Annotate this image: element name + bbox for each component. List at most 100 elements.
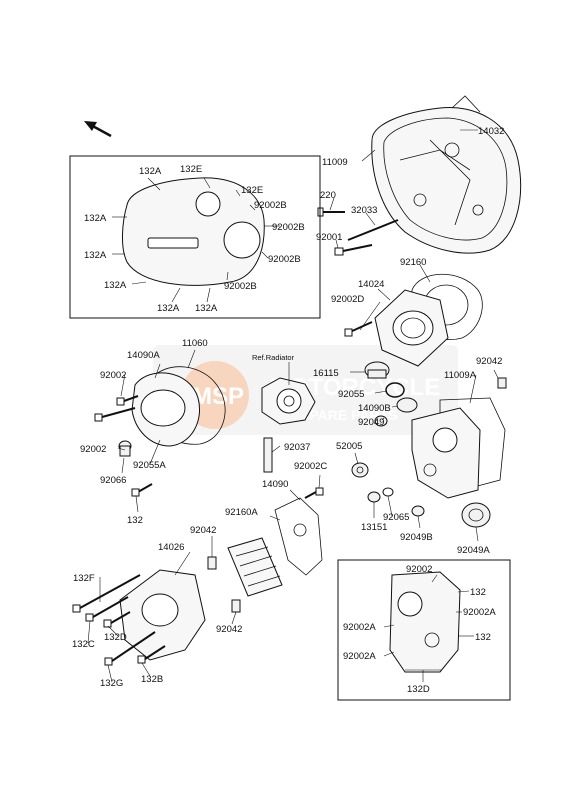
bolt-92002-left-a	[116, 395, 139, 406]
label-11009A: 11009A	[444, 370, 477, 381]
label-132B: 132B	[141, 674, 163, 685]
inset-label-92002A-1: 92002A	[463, 607, 496, 618]
cap-16115	[364, 361, 390, 379]
label-92037: 92037	[284, 442, 310, 453]
label-132A-4: 132A	[104, 280, 127, 291]
label-14090B: 14090B	[358, 403, 391, 414]
label-132: 132	[127, 515, 143, 526]
label-11060: 11060	[182, 338, 208, 349]
label-16115: 16115	[313, 368, 339, 379]
inset-label-132D: 132D	[407, 684, 430, 695]
label-92002B-4: 92002B	[224, 281, 257, 292]
label-92049A: 92049A	[457, 545, 490, 556]
bolt-220	[317, 207, 345, 217]
label-92065: 92065	[383, 512, 409, 523]
cover-14090A	[131, 372, 200, 447]
pipe-92037	[263, 437, 273, 473]
gasket-92160A	[274, 497, 323, 576]
label-220: 220	[320, 190, 336, 201]
label-132D: 132D	[104, 632, 127, 643]
water-pump	[261, 377, 316, 425]
cover-14024	[374, 289, 449, 367]
leader-lines	[87, 129, 499, 683]
label-92002-a: 92002	[100, 370, 126, 381]
label-132E-2: 132E	[241, 185, 263, 196]
label-132A-2: 132A	[84, 213, 107, 224]
label-92042-c: 92042	[216, 624, 242, 635]
label-14090A: 14090A	[127, 350, 160, 361]
oilseal-52005	[351, 462, 369, 478]
oring-92055	[385, 382, 405, 398]
label-92160A: 92160A	[225, 507, 258, 518]
inset-cover-top	[122, 177, 265, 286]
label-92049: 92049	[358, 417, 384, 428]
label-92160: 92160	[400, 257, 426, 268]
label-92002-b: 92002	[80, 444, 106, 455]
bolt-132G	[104, 631, 156, 666]
label-92002B-1: 92002B	[254, 200, 287, 211]
oring-92065	[382, 487, 394, 497]
label-13151: 13151	[361, 522, 387, 533]
label-132C: 132C	[72, 639, 95, 650]
label-92042-a: 92042	[476, 356, 502, 367]
bolt-92002-left-b	[94, 407, 136, 422]
cover-14026	[119, 569, 206, 661]
label-132A-5: 132A	[157, 303, 180, 314]
inset-label-132-2: 132	[475, 632, 491, 643]
bolt-132D	[103, 611, 131, 628]
bolt-13151	[367, 491, 381, 503]
label-14032: 14032	[478, 126, 504, 137]
inset-label-92002A-2: 92002A	[343, 622, 376, 633]
label-92049B: 92049B	[400, 532, 433, 543]
label-32033: 32033	[351, 205, 377, 216]
label-92002C: 92002C	[294, 461, 327, 472]
seal-92049	[374, 415, 388, 427]
label-92002B-2: 92002B	[272, 222, 305, 233]
bolt-92001	[334, 244, 373, 256]
inset-cover-bottom	[389, 571, 461, 673]
inset-label-92002: 92002	[406, 564, 432, 575]
clutch-cover-14032	[371, 95, 522, 254]
inset-label-92002A-3: 92002A	[343, 651, 376, 662]
label-92055: 92055	[338, 389, 364, 400]
bolt-132	[131, 483, 153, 497]
stud-32033	[347, 219, 399, 241]
inset-box-bottom	[337, 559, 511, 701]
cap-14090B	[396, 397, 418, 413]
ref-note: Ref.Radiator	[252, 353, 295, 362]
label-92001: 92001	[316, 232, 342, 243]
bolt-132C	[85, 596, 129, 622]
label-92002B-3: 92002B	[268, 254, 301, 265]
label-132A-6: 132A	[195, 303, 218, 314]
watermark-badge: MSP	[192, 383, 244, 410]
label-11009: 11009	[322, 157, 348, 168]
pin-92042-b	[231, 599, 241, 613]
seal-92049A	[461, 502, 491, 528]
label-14026: 14026	[158, 542, 184, 553]
label-14090: 14090	[262, 479, 288, 490]
plug-92066	[118, 440, 132, 457]
label-52005: 52005	[336, 441, 362, 452]
bolt-92002D	[344, 321, 373, 337]
screen	[227, 537, 283, 597]
bolt-92002C	[304, 487, 324, 499]
cover-right-middle	[411, 407, 481, 499]
label-132E-1: 132E	[180, 164, 202, 175]
inset-box-top	[69, 155, 321, 319]
pin-92042-a	[207, 556, 217, 570]
label-92055A: 92055A	[133, 460, 166, 471]
label-132G: 132G	[100, 678, 123, 689]
label-92002D: 92002D	[331, 294, 364, 305]
front-arrow-icon	[84, 121, 112, 138]
label-14024: 14024	[358, 279, 384, 290]
label-132A-1: 132A	[139, 166, 162, 177]
label-92066: 92066	[100, 475, 126, 486]
label-132A-3: 132A	[84, 250, 107, 261]
bolt-132F	[72, 574, 141, 613]
seal-92049B	[411, 505, 425, 517]
watermark-sub: SPARE PARTS	[300, 407, 398, 423]
label-92042-b: 92042	[190, 525, 216, 536]
inset-label-132-1: 132	[470, 587, 486, 598]
label-132F: 132F	[73, 573, 95, 584]
